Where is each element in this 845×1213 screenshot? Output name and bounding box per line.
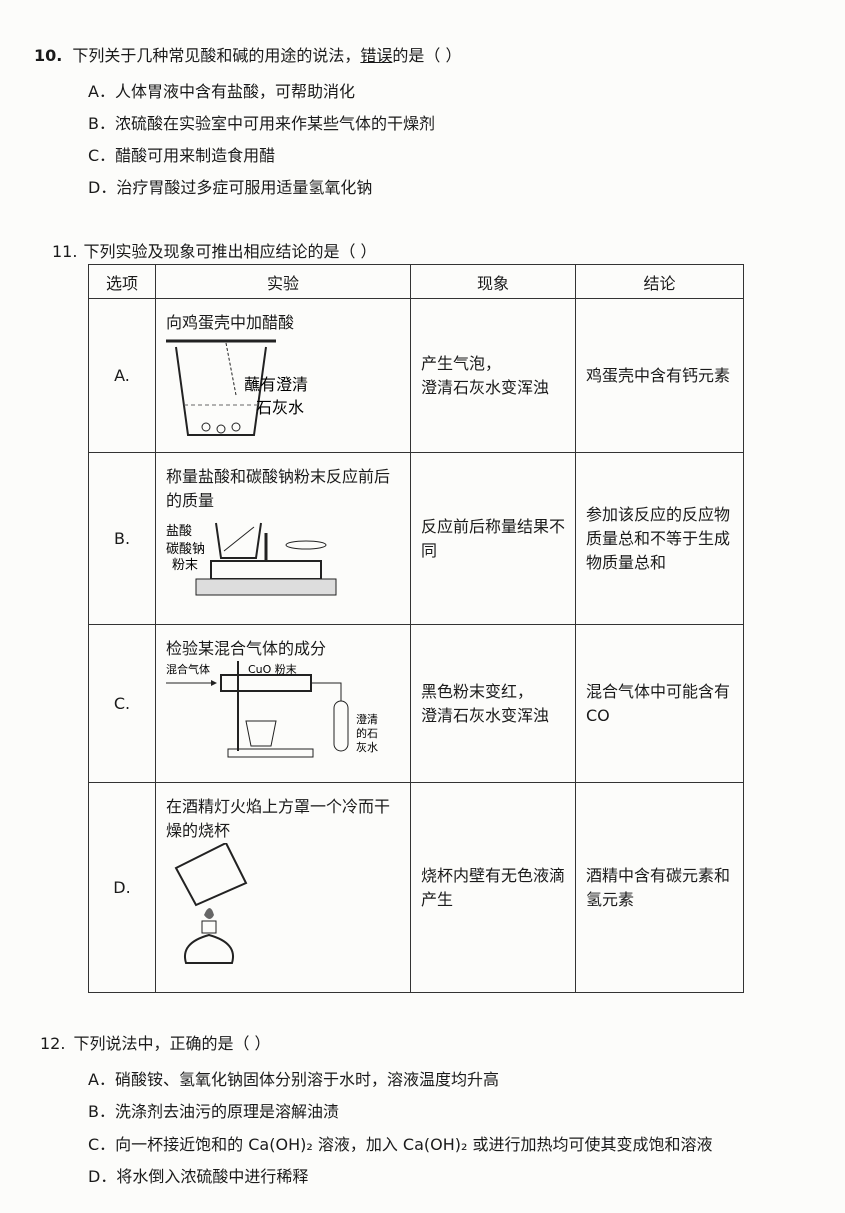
row-phenomenon: 反应前后称量结果不同 xyxy=(410,452,576,625)
label: 灰水 xyxy=(356,740,378,754)
q12-stem: 12.下列说法中，正确的是（ ） xyxy=(40,1034,271,1053)
q12-option-c: C．向一杯接近饱和的 Ca(OH)₂ 溶液，加入 Ca(OH)₂ 或进行加热均可… xyxy=(88,1135,713,1154)
alcohol-lamp-beaker-diagram xyxy=(174,841,248,964)
q12-option-a: A．硝酸铵、氢氧化钠固体分别溶于水时，溶液温度均升高 xyxy=(88,1070,499,1089)
header-conclusion: 结论 xyxy=(575,264,744,299)
experiment-text: 检验某混合气体的成分 xyxy=(166,639,327,658)
label: 澄清 xyxy=(356,712,378,726)
row-experiment: 称量盐酸和碳酸钠粉末反应前后的质量 盐酸 碳酸钠 粉末 xyxy=(155,452,411,625)
label: 粉末 xyxy=(172,558,198,573)
row-option: D. xyxy=(88,782,156,993)
table-row: C. 检验某混合气体的成分 混合气体 CuO 粉末 澄清 的石 灰水 xyxy=(88,624,744,783)
phenomenon-text: 黑色粉末变红， 澄清石灰水变浑浊 xyxy=(421,681,550,725)
label: 混合气体 xyxy=(166,662,210,676)
table-row: A. 向鸡蛋壳中加醋酸 蘸有澄清 石灰水 产生气泡， 澄清石灰水变浑浊 鸡蛋壳中… xyxy=(88,298,744,453)
eggshell-beaker-diagram: 蘸有澄清 石灰水 xyxy=(166,339,308,436)
row-option: C. xyxy=(88,624,156,783)
row-phenomenon: 烧杯内壁有无色液滴产生 xyxy=(410,782,576,993)
label: 蘸有澄清 xyxy=(244,375,308,394)
label: 的石 xyxy=(356,726,378,740)
q10-option-a: A．人体胃液中含有盐酸，可帮助消化 xyxy=(88,82,355,101)
row-experiment: 向鸡蛋壳中加醋酸 蘸有澄清 石灰水 xyxy=(155,298,411,453)
q10-option-d: D．治疗胃酸过多症可服用适量氢氧化钠 xyxy=(88,178,373,197)
row-conclusion: 鸡蛋壳中含有钙元素 xyxy=(575,298,744,453)
row-experiment: 在酒精灯火焰上方罩一个冷而干燥的烧杯 xyxy=(155,782,411,993)
label: 盐酸 xyxy=(166,524,192,539)
q10-option-c: C．醋酸可用来制造食用醋 xyxy=(88,146,276,165)
row-conclusion: 混合气体中可能含有 CO xyxy=(575,624,744,783)
q11-table: 选项 实验 现象 结论 A. 向鸡蛋壳中加醋酸 蘸有澄清 石灰水 产生气泡， 澄… xyxy=(88,264,744,993)
label: CuO 粉末 xyxy=(248,662,297,676)
q12-option-d: D．将水倒入浓硫酸中进行稀释 xyxy=(88,1167,309,1186)
row-experiment: 检验某混合气体的成分 混合气体 CuO 粉末 澄清 的石 灰水 xyxy=(155,624,411,783)
experiment-text: 向鸡蛋壳中加醋酸 xyxy=(166,313,295,332)
label: 碳酸钠 xyxy=(166,542,205,557)
row-conclusion: 参加该反应的反应物质量总和不等于生成物质量总和 xyxy=(575,452,744,625)
phenomenon-text: 产生气泡， 澄清石灰水变浑浊 xyxy=(421,353,550,397)
experiment-text: 在酒精灯火焰上方罩一个冷而干燥的烧杯 xyxy=(166,797,391,840)
header-option: 选项 xyxy=(88,264,156,299)
row-conclusion: 酒精中含有碳元素和氢元素 xyxy=(575,782,744,993)
table-row: D. 在酒精灯火焰上方罩一个冷而干燥的烧杯 烧杯内壁有无色液滴产生 酒精中含有碳… xyxy=(88,782,744,993)
balance-diagram: 盐酸 碳酸钠 粉末 xyxy=(166,522,337,596)
row-phenomenon: 黑色粉末变红， 澄清石灰水变浑浊 xyxy=(410,624,576,783)
label: 石灰水 xyxy=(256,398,304,417)
q12-option-b: B．洗涤剂去油污的原理是溶解油渍 xyxy=(88,1102,339,1121)
header-experiment: 实验 xyxy=(155,264,411,299)
row-option: A. xyxy=(88,298,156,453)
table-row: B. 称量盐酸和碳酸钠粉末反应前后的质量 盐酸 碳酸钠 粉末 反应前后称量结果不… xyxy=(88,452,744,625)
row-phenomenon: 产生气泡， 澄清石灰水变浑浊 xyxy=(410,298,576,453)
cuo-reduction-diagram: 混合气体 CuO 粉末 澄清 的石 灰水 xyxy=(166,661,378,758)
row-option: B. xyxy=(88,452,156,625)
q11-stem: 11.下列实验及现象可推出相应结论的是（ ） xyxy=(52,242,377,261)
header-phenomenon: 现象 xyxy=(410,264,576,299)
q10-option-b: B．浓硫酸在实验室中可用来作某些气体的干燥剂 xyxy=(88,114,435,133)
q10-stem: 10.下列关于几种常见酸和碱的用途的说法，错误的是（ ） xyxy=(34,46,462,65)
table-header: 选项 实验 现象 结论 xyxy=(88,264,744,299)
experiment-text: 称量盐酸和碳酸钠粉末反应前后的质量 xyxy=(166,467,391,510)
